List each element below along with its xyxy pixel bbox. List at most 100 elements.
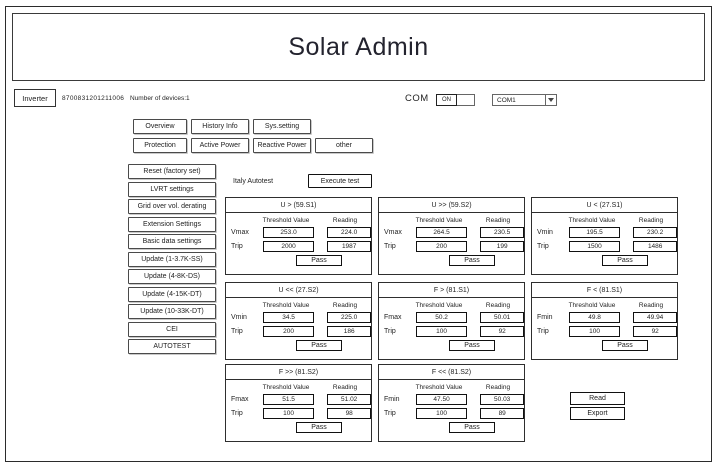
- trip-threshold-input[interactable]: 100: [415, 408, 468, 419]
- autotest-panel-f-gt-81s1: F > (81.S1) Threshold Value Reading Fmax…: [378, 282, 525, 360]
- pass-button[interactable]: Pass: [296, 255, 342, 266]
- panel-title: F > (81.S1): [379, 283, 524, 298]
- trip-reading-input[interactable]: 1486: [633, 241, 677, 252]
- col-reading-label: Reading: [638, 302, 664, 309]
- tab-history-info[interactable]: History Info: [191, 119, 249, 134]
- threshold-input[interactable]: 49.8: [568, 312, 621, 323]
- param-label: Vmax: [384, 229, 402, 236]
- autotest-panel-f-lt-81s1: F < (81.S1) Threshold Value Reading Fmin…: [531, 282, 678, 360]
- col-threshold-label: Threshold Value: [262, 302, 310, 309]
- chevron-down-icon[interactable]: [545, 95, 556, 105]
- col-reading-label: Reading: [485, 302, 511, 309]
- pass-button[interactable]: Pass: [296, 422, 342, 433]
- reading-input[interactable]: 230.2: [633, 227, 677, 238]
- col-threshold-label: Threshold Value: [262, 384, 310, 391]
- reading-input[interactable]: 51.02: [327, 394, 371, 405]
- trip-reading-input[interactable]: 92: [480, 326, 524, 337]
- col-threshold-label: Threshold Value: [568, 302, 616, 309]
- sidebar-item-update-10-33k-dt[interactable]: Update (10-33K-DT): [128, 304, 216, 319]
- trip-reading-input[interactable]: 89: [480, 408, 524, 419]
- sidebar: Reset (factory set) LVRT settings Grid o…: [128, 164, 216, 354]
- sidebar-item-update-1-37k-ss[interactable]: Update (1-3.7K-SS): [128, 251, 216, 267]
- tab-reactive-power[interactable]: Reactive Power: [253, 138, 311, 153]
- pass-button[interactable]: Pass: [602, 340, 648, 351]
- autotest-panel-f-gtgt-81s2: F >> (81.S2) Threshold Value Reading Fma…: [225, 364, 372, 442]
- threshold-input[interactable]: 50.2: [415, 312, 468, 323]
- reading-input[interactable]: 49.94: [633, 312, 677, 323]
- tab-active-power[interactable]: Active Power: [191, 138, 249, 153]
- com-toggle[interactable]: ON: [436, 94, 475, 106]
- trip-label: Trip: [231, 410, 243, 417]
- pass-button[interactable]: Pass: [449, 255, 495, 266]
- autotest-panel-f-ltlt-81s2: F << (81.S2) Threshold Value Reading Fmi…: [378, 364, 525, 442]
- pass-button[interactable]: Pass: [296, 340, 342, 351]
- com-port-select[interactable]: COM1: [492, 94, 557, 106]
- reading-input[interactable]: 50.01: [480, 312, 524, 323]
- trip-label: Trip: [231, 243, 243, 250]
- page-title: Solar Admin: [288, 32, 429, 61]
- pass-button[interactable]: Pass: [449, 422, 495, 433]
- sidebar-item-update-4-8k-ds[interactable]: Update (4-8K-DS): [128, 269, 216, 284]
- com-toggle-on-state[interactable]: ON: [436, 94, 457, 106]
- tab-row-2: Protection Active Power Reactive Power o…: [133, 138, 373, 153]
- threshold-input[interactable]: 47.50: [415, 394, 468, 405]
- sidebar-item-grid-over-vol-derating[interactable]: Grid over vol. derating: [128, 199, 216, 214]
- threshold-input[interactable]: 253.0: [262, 227, 315, 238]
- autotest-panel-u-gtgt-59s2: U >> (59.S2) Threshold Value Reading Vma…: [378, 197, 525, 275]
- sidebar-item-basic-data-settings[interactable]: Basic data settings: [128, 234, 216, 249]
- trip-label: Trip: [231, 328, 243, 335]
- threshold-input[interactable]: 51.5: [262, 394, 315, 405]
- inverter-tab[interactable]: Inverter: [14, 89, 56, 107]
- trip-label: Trip: [384, 410, 396, 417]
- tab-overview[interactable]: Overview: [133, 119, 187, 134]
- sidebar-item-cei[interactable]: CEI: [128, 321, 216, 337]
- read-button[interactable]: Read: [570, 392, 625, 405]
- sidebar-item-update-4-15k-dt[interactable]: Update (4-15K-DT): [128, 286, 216, 302]
- reading-input[interactable]: 230.5: [480, 227, 524, 238]
- col-threshold-label: Threshold Value: [415, 384, 463, 391]
- autotest-panel-u-ltlt-27s2: U << (27.S2) Threshold Value Reading Vmi…: [225, 282, 372, 360]
- trip-reading-input[interactable]: 186: [327, 326, 371, 337]
- trip-threshold-input[interactable]: 2000: [262, 241, 315, 252]
- sidebar-item-lvrt-settings[interactable]: LVRT settings: [128, 181, 216, 197]
- autotest-panel-u-gt-59s1: U > (59.S1) Threshold Value Reading Vmax…: [225, 197, 372, 275]
- trip-threshold-input[interactable]: 100: [415, 326, 468, 337]
- trip-threshold-input[interactable]: 1500: [568, 241, 621, 252]
- sidebar-item-extension-settings[interactable]: Extension Settings: [128, 216, 216, 232]
- serial-number: 8700831201211006: [62, 95, 125, 102]
- threshold-input[interactable]: 34.5: [262, 312, 315, 323]
- trip-threshold-input[interactable]: 100: [262, 408, 315, 419]
- panel-title: U < (27.S1): [532, 198, 677, 213]
- col-threshold-label: Threshold Value: [415, 217, 463, 224]
- col-threshold-label: Threshold Value: [415, 302, 463, 309]
- panel-title: F >> (81.S2): [226, 365, 371, 380]
- panel-title: F < (81.S1): [532, 283, 677, 298]
- export-button[interactable]: Export: [570, 407, 625, 420]
- pass-button[interactable]: Pass: [602, 255, 648, 266]
- reading-input[interactable]: 50.03: [480, 394, 524, 405]
- threshold-input[interactable]: 195.5: [568, 227, 621, 238]
- col-reading-label: Reading: [332, 217, 358, 224]
- trip-reading-input[interactable]: 92: [633, 326, 677, 337]
- pass-button[interactable]: Pass: [449, 340, 495, 351]
- trip-threshold-input[interactable]: 100: [568, 326, 621, 337]
- sidebar-item-reset-factory[interactable]: Reset (factory set): [128, 164, 216, 179]
- header-bar: Solar Admin: [12, 13, 705, 81]
- reading-input[interactable]: 225.0: [327, 312, 371, 323]
- trip-reading-input[interactable]: 98: [327, 408, 371, 419]
- trip-reading-input[interactable]: 199: [480, 241, 524, 252]
- col-threshold-label: Threshold Value: [568, 217, 616, 224]
- tab-protection[interactable]: Protection: [133, 138, 187, 153]
- trip-threshold-input[interactable]: 200: [262, 326, 315, 337]
- panel-title: U >> (59.S2): [379, 198, 524, 213]
- reading-input[interactable]: 224.0: [327, 227, 371, 238]
- sidebar-item-autotest[interactable]: AUTOTEST: [128, 339, 216, 354]
- execute-test-button[interactable]: Execute test: [308, 174, 372, 188]
- trip-reading-input[interactable]: 1987: [327, 241, 371, 252]
- trip-threshold-input[interactable]: 200: [415, 241, 468, 252]
- tab-other[interactable]: other: [315, 138, 373, 153]
- trip-label: Trip: [384, 243, 396, 250]
- col-reading-label: Reading: [485, 384, 511, 391]
- threshold-input[interactable]: 264.5: [415, 227, 468, 238]
- tab-sys-setting[interactable]: Sys.setting: [253, 119, 311, 134]
